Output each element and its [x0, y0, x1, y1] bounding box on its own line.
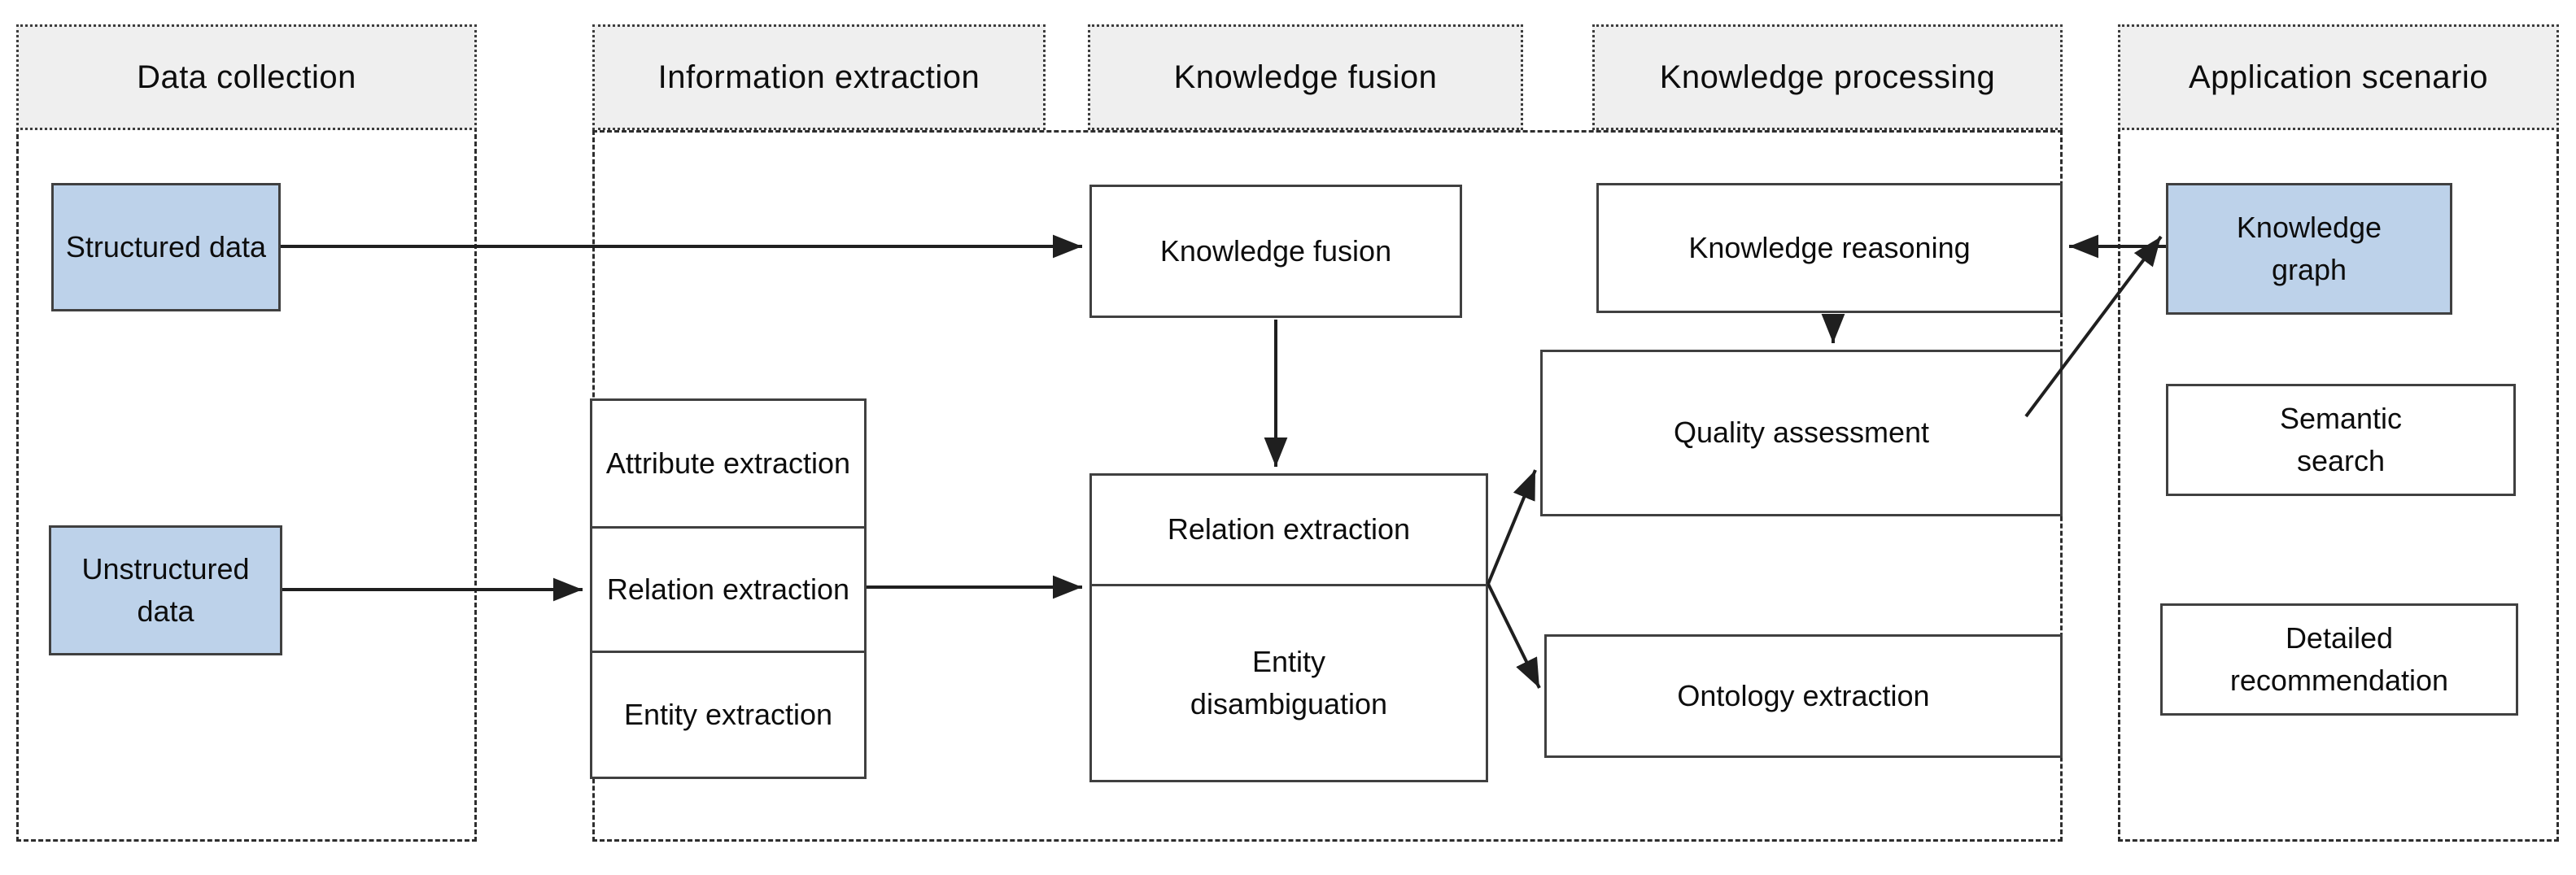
box-knowledge-fusion: Knowledge fusion [1089, 185, 1462, 318]
header-knowledge-processing: Knowledge processing [1592, 24, 2063, 130]
box-structured-data: Structured data [51, 183, 281, 311]
box-entity-extraction: Entity extraction [590, 651, 867, 779]
data-collection-container [16, 24, 477, 842]
header-data-collection: Data collection [16, 24, 477, 130]
box-entity-disambiguation: Entity disambiguation [1089, 584, 1488, 782]
box-relation-extraction-kf: Relation extraction [1089, 473, 1488, 586]
box-knowledge-reasoning: Knowledge reasoning [1596, 183, 2063, 313]
box-relation-extraction-ie: Relation extraction [590, 526, 867, 653]
box-quality-assessment: Quality assessment [1540, 350, 2063, 516]
box-ontology-extraction: Ontology extraction [1544, 634, 2063, 758]
header-information-extraction: Information extraction [592, 24, 1046, 130]
box-attribute-extraction: Attribute extraction [590, 398, 867, 529]
box-detailed-recommendation: Detailed recommendation [2160, 603, 2518, 716]
box-unstructured-data: Unstructured data [49, 525, 282, 655]
box-semantic-search: Semantic search [2166, 384, 2516, 496]
header-knowledge-fusion: Knowledge fusion [1088, 24, 1523, 130]
header-application-scenario: Application scenario [2118, 24, 2559, 130]
box-knowledge-graph: Knowledge graph [2166, 183, 2452, 315]
